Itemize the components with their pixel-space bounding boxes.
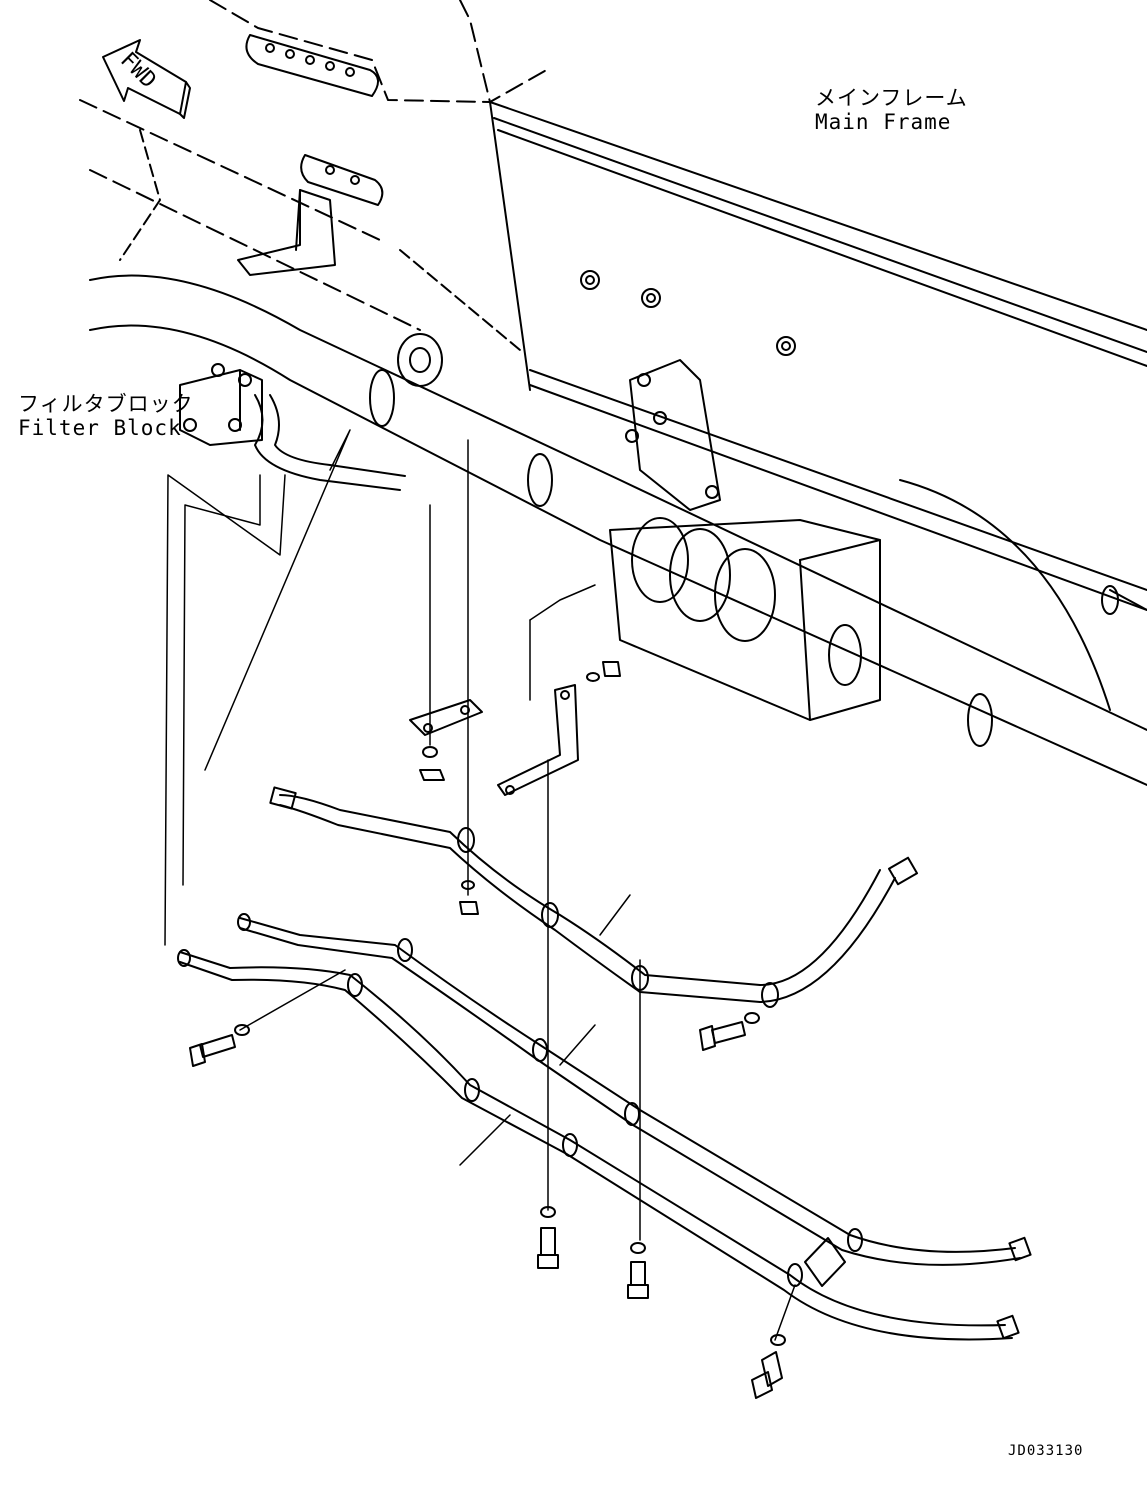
drive-shaft <box>89 274 1147 786</box>
hose-middle <box>237 913 1032 1266</box>
hose-upper <box>269 786 919 1008</box>
main-frame <box>79 0 1147 711</box>
drawing-code: JD033130 <box>1008 1443 1084 1459</box>
fasteners <box>189 880 786 1399</box>
main-frame-label-jp: メインフレーム <box>815 86 968 110</box>
fwd-arrow-icon <box>102 39 191 119</box>
filter-block <box>179 363 406 491</box>
filter-block-label-en: Filter Block <box>18 416 182 441</box>
leader-lines <box>164 429 796 1341</box>
clamp-brackets <box>409 661 621 796</box>
main-frame-callout: メインフレーム Main Frame <box>815 86 968 134</box>
hose-lower <box>177 949 1020 1341</box>
filter-block-callout: フィルタブロック Filter Block <box>18 392 194 440</box>
main-frame-label-en: Main Frame <box>815 110 952 135</box>
filter-block-label-jp: フィルタブロック <box>18 392 194 416</box>
